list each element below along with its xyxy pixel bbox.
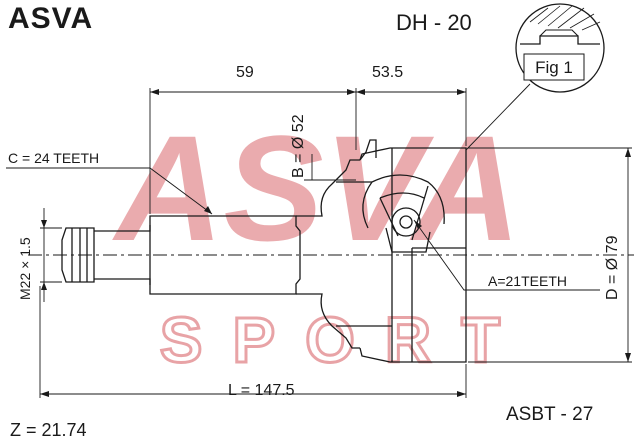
- watermark-sport: SPORT: [160, 304, 530, 376]
- part-number: DH - 20: [396, 10, 472, 35]
- dim-thread: M22 × 1.5: [17, 237, 33, 300]
- abs-tab: [359, 139, 377, 161]
- dim-outer-diameter: D = Ø 79: [604, 235, 621, 300]
- dim-shaft-length: 59: [236, 64, 254, 81]
- threaded-tip: [61, 227, 95, 283]
- dim-bore-diameter: B = Ø 52: [290, 114, 307, 178]
- shaft: [94, 215, 301, 295]
- watermark-layer: ASVA SPORT: [111, 104, 530, 378]
- brand-logo: ASVA: [8, 2, 94, 35]
- flange: [296, 159, 360, 217]
- arrowheads: [40, 89, 631, 397]
- dim-inner-spline: A=21TEETH: [488, 273, 567, 289]
- part-outline: [61, 139, 467, 363]
- fig-label: Fig 1: [535, 58, 573, 77]
- dim-total-length: L = 147.5: [228, 382, 295, 399]
- z-value: Z = 21.74: [10, 420, 87, 440]
- reference-code: ASBT - 27: [506, 404, 594, 425]
- dim-joint-length: 53.5: [372, 64, 404, 81]
- fig-badge: Fig 1: [515, 3, 605, 93]
- dimension-lines: [6, 83, 632, 398]
- watermark-asva: ASVA: [111, 104, 521, 272]
- dim-outer-spline: C = 24 TEETH: [8, 150, 100, 166]
